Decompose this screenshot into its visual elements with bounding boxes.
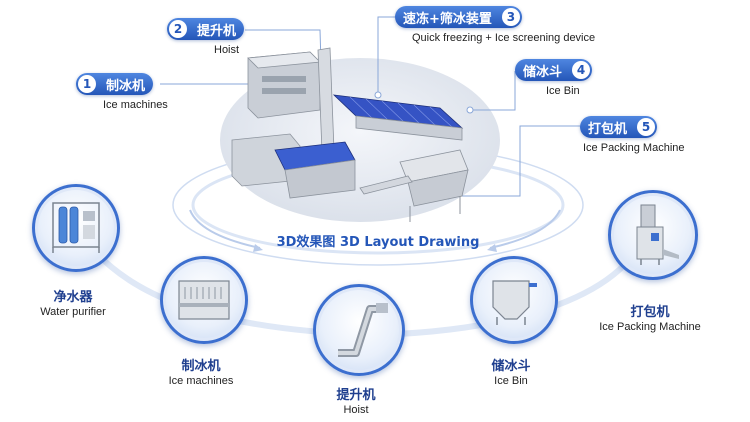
callout-3-en: Quick freezing + Ice screening device <box>412 32 596 44</box>
component-5-cn: 打包机 <box>630 305 670 320</box>
callout-5: 5 打包机 <box>580 116 658 138</box>
ring-arrow-left <box>189 209 261 249</box>
component-packing-machine <box>608 190 698 280</box>
component-1-en: Water purifier <box>40 306 106 318</box>
equipment-3d-illustration <box>231 47 469 222</box>
component-hoist <box>313 284 405 376</box>
packing-machine-icon <box>636 204 679 265</box>
callout-1: 1 制冰机 <box>76 73 154 95</box>
callout-label: 储冰斗 <box>523 64 563 80</box>
ice-bin-icon <box>492 280 537 325</box>
callout-number: 1 <box>78 75 96 93</box>
component-2-en: Ice machines <box>168 375 234 387</box>
component-4-cn: 储冰斗 <box>491 359 531 374</box>
callout-label: 制冰机 <box>106 78 146 94</box>
callout-label: 提升机 <box>197 23 237 39</box>
callout-number: 4 <box>572 61 591 79</box>
ice-machine-icon <box>178 280 230 320</box>
callout-2: 2 提升机 <box>167 18 245 40</box>
layout-title: 3D效果图 3D Layout Drawing <box>276 235 480 250</box>
callout-2-en: Hoist <box>214 44 240 56</box>
callout-label: 打包机 <box>588 121 628 137</box>
callout-label: 速冻+筛冰装置 <box>403 11 492 27</box>
callout-number: 3 <box>501 8 520 26</box>
hoist-icon <box>338 303 388 357</box>
component-1-cn: 净水器 <box>53 290 93 305</box>
component-4-en: Ice Bin <box>494 375 528 387</box>
ring-arrow-right <box>489 209 561 249</box>
component-5-en: Ice Packing Machine <box>599 321 701 333</box>
component-ice-machine <box>160 256 248 344</box>
component-2-cn: 制冰机 <box>181 359 221 374</box>
component-ice-bin <box>470 256 558 344</box>
water-purifier-icon <box>52 202 100 253</box>
callout-4: 4 储冰斗 <box>515 59 593 81</box>
component-water-purifier <box>32 184 120 272</box>
callout-1-en: Ice machines <box>103 99 168 111</box>
callout-4-en: Ice Bin <box>546 85 580 97</box>
callout-3: 3 速冻+筛冰装置 <box>395 6 522 28</box>
callout-number: 5 <box>637 118 656 136</box>
component-3-en: Hoist <box>343 404 369 416</box>
callout-5-en: Ice Packing Machine <box>583 142 685 154</box>
callout-number: 2 <box>169 20 187 38</box>
component-3-cn: 提升机 <box>336 388 376 403</box>
